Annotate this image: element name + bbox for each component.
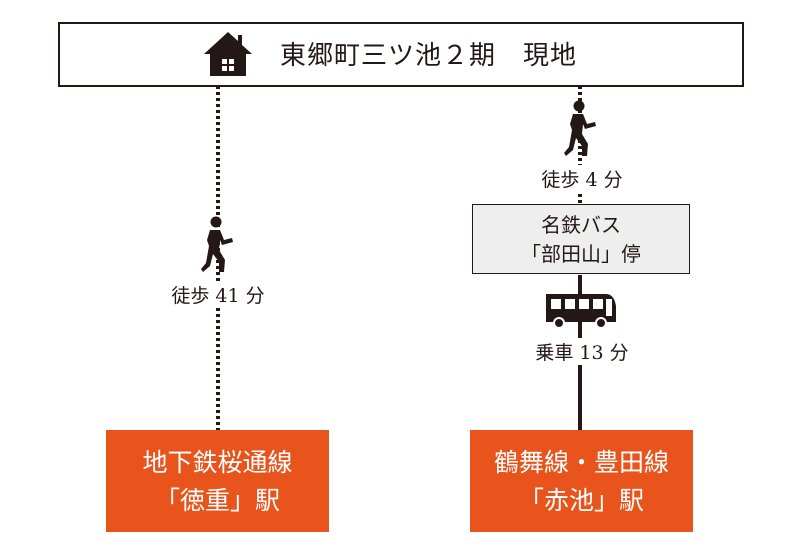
destination-box [58, 22, 744, 87]
right-walk-time: 徒歩 4 分 [539, 165, 625, 192]
bus-stop-box: 名鉄バス 「部田山」停 [472, 204, 690, 274]
bus-stop-name: 「部田山」停 [521, 242, 641, 266]
walking-person-icon [201, 216, 233, 272]
left-station-box: 地下鉄桜通線 「徳重」駅 [106, 430, 329, 532]
left-station-line: 地下鉄桜通線 [142, 448, 293, 477]
left-station-name: 「徳重」駅 [154, 486, 280, 515]
bus-ride-time: 乗車 13 分 [533, 338, 631, 365]
right-station-name: 「赤池」駅 [518, 486, 644, 515]
destination-title: 東郷町三ツ池２期 現地 [280, 41, 578, 71]
house-icon [204, 32, 252, 76]
right-station-line: 鶴舞線・豊田線 [493, 448, 669, 477]
bus-company: 名鉄バス [541, 213, 621, 237]
walking-person-icon [564, 100, 596, 156]
left-walk-time: 徒歩 41 分 [169, 281, 267, 308]
right-station-box: 鶴舞線・豊田線 「赤池」駅 [470, 430, 693, 532]
bus-icon [546, 294, 616, 329]
